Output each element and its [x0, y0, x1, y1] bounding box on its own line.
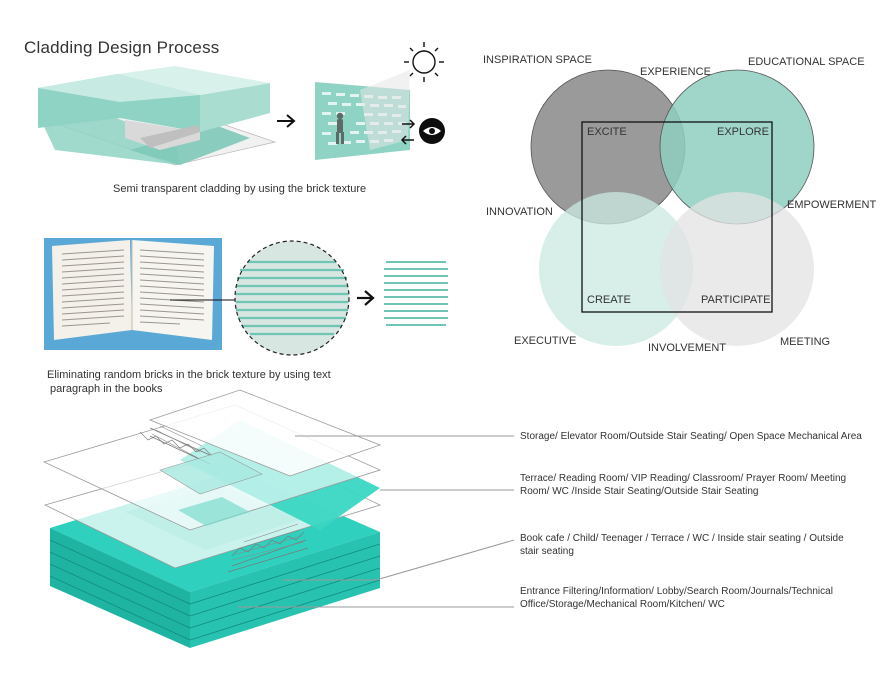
- text-lines-pattern: [384, 261, 448, 326]
- venn-diagram: [530, 69, 815, 346]
- cladding-panel: [315, 70, 410, 160]
- page-title: Cladding Design Process: [24, 38, 220, 57]
- venn-label-participate: PARTICIPATE: [701, 294, 771, 306]
- venn-label-inspiration: INSPIRATION SPACE: [483, 54, 593, 66]
- magnified-text-circle: [234, 240, 350, 356]
- books-caption-line2: paragraph in the books: [50, 383, 163, 395]
- book-image: [44, 238, 240, 350]
- sun-icon: [404, 42, 444, 82]
- venn-label-experience: EXPERIENCE: [640, 66, 711, 78]
- eye-icon: [419, 118, 445, 144]
- person-figure: [336, 112, 344, 144]
- venn-label-meeting: MEETING: [780, 336, 831, 348]
- venn-circle-create: [539, 192, 693, 346]
- layer-description-roof: Storage/ Elevator Room/Outside Stair Sea…: [520, 431, 862, 442]
- layer-description-ground-floor: Entrance Filtering/Information/ Lobby/Se…: [520, 586, 833, 610]
- venn-circle-participate: [660, 192, 814, 346]
- venn-label-executive: EXECUTIVE: [514, 335, 577, 347]
- layer-description-second-floor: Terrace/ Reading Room/ VIP Reading/ Clas…: [520, 473, 847, 497]
- layer-description-first-floor: Book cafe / Child/ Teenager / Terrace / …: [520, 533, 844, 557]
- cladding-caption: Semi transparent cladding by using the b…: [113, 183, 367, 195]
- arrow-right-icon: [277, 114, 296, 128]
- leader-lines: [238, 435, 515, 608]
- venn-label-create: CREATE: [587, 294, 631, 306]
- venn-frame: [581, 121, 773, 313]
- building-massing: [38, 66, 277, 166]
- venn-label-empowerment: EMPOWERMENT: [787, 199, 877, 211]
- exchange-arrows-icon: [400, 119, 416, 145]
- floor-stack: [42, 389, 382, 648]
- venn-label-explore: EXPLORE: [717, 126, 769, 138]
- arrow-right-icon: [357, 290, 375, 306]
- books-caption-line1: Eliminating random bricks in the brick t…: [47, 369, 331, 381]
- venn-label-educational: EDUCATIONAL SPACE: [748, 56, 865, 68]
- venn-label-excite: EXCITE: [587, 126, 627, 138]
- venn-label-innovation: INNOVATION: [486, 206, 553, 218]
- venn-label-involvement: INVOLVEMENT: [648, 342, 727, 354]
